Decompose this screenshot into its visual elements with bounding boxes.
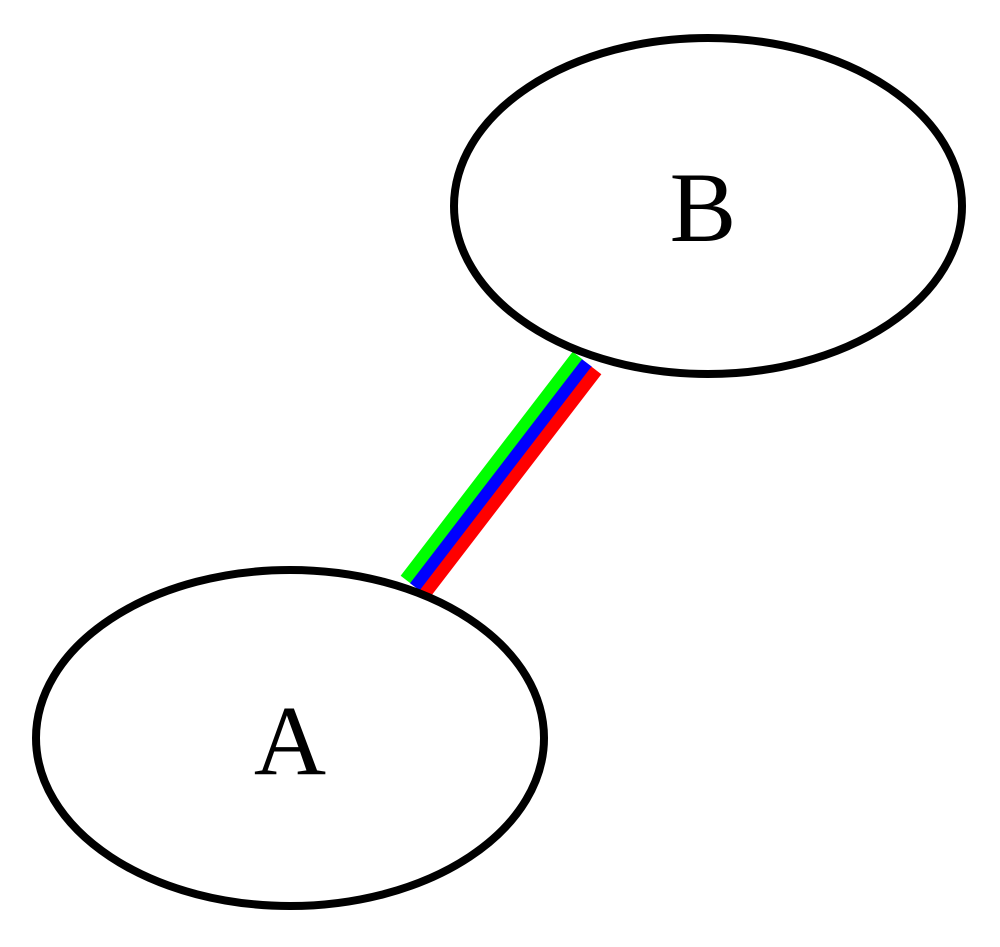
edge-stripe-green bbox=[400, 351, 583, 584]
edge-stripe-blue bbox=[410, 359, 592, 591]
node-a-label: A bbox=[254, 685, 326, 796]
node-b: B bbox=[450, 34, 966, 378]
node-b-label: B bbox=[670, 152, 737, 263]
node-b-ellipse bbox=[450, 34, 966, 378]
node-a-ellipse bbox=[32, 566, 548, 910]
edge-a-b bbox=[400, 351, 602, 599]
node-a: A bbox=[32, 566, 548, 910]
edge-stripe-red bbox=[419, 366, 602, 599]
